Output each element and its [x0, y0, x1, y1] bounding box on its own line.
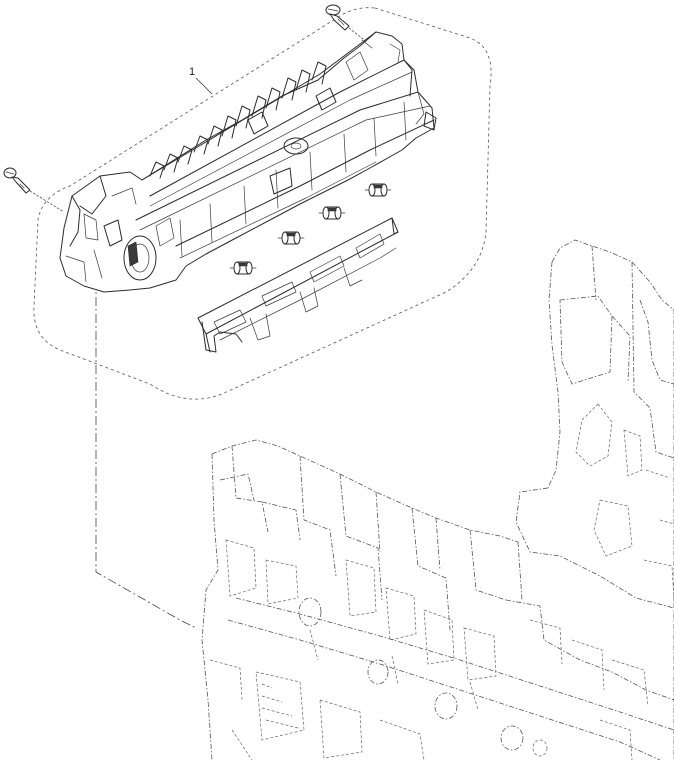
assembly-group-boundary — [33, 7, 492, 400]
callout-label: 1 — [189, 66, 195, 78]
screw-top — [325, 4, 373, 47]
alignment-leader-line — [95, 280, 197, 629]
guide-plate — [197, 217, 399, 353]
roller-frame-assembly — [59, 31, 437, 293]
screw-left — [3, 167, 65, 213]
callout-1: 1 — [189, 66, 213, 95]
roller-3 — [318, 206, 346, 220]
roller-2 — [277, 231, 305, 245]
roller-1 — [229, 261, 257, 275]
roller-4 — [364, 183, 392, 197]
main-frame-ghost — [201, 239, 674, 760]
